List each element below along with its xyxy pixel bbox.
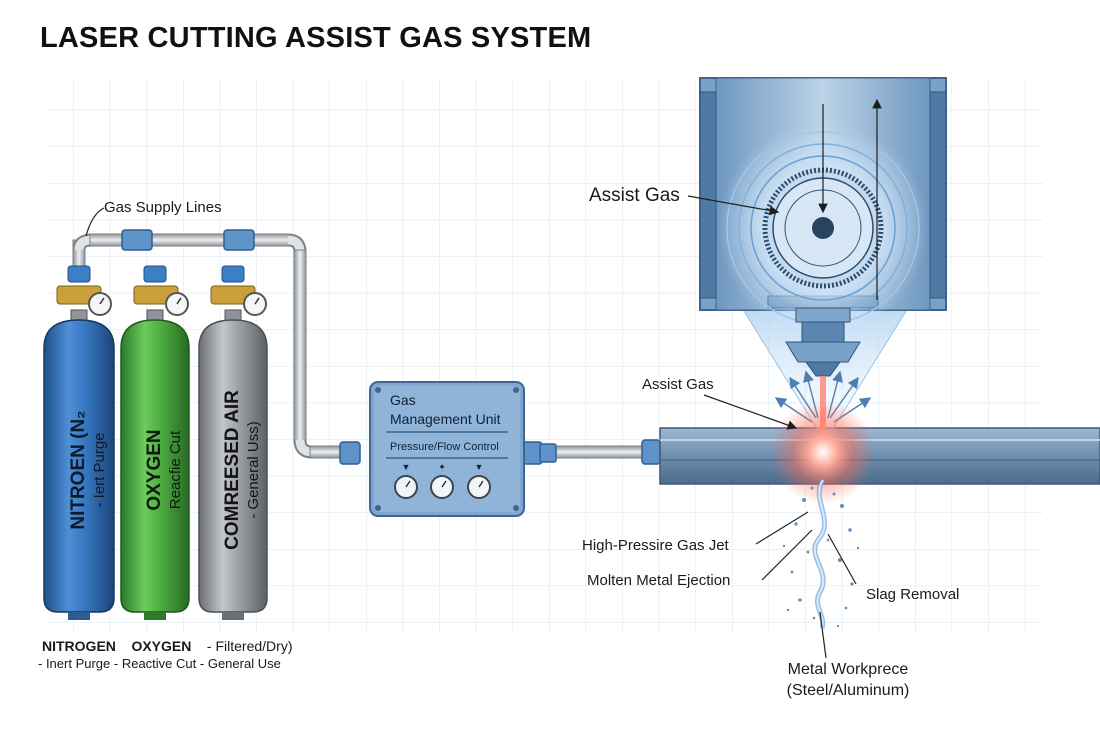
legend-row-1: NITROGEN OXYGEN - Filtered/Dry) — [42, 638, 292, 654]
cylinder-compressed-air — [198, 265, 268, 620]
assist-gas-top-leader — [687, 195, 780, 216]
svg-text:▼: ▼ — [475, 462, 484, 472]
high-pressure-jet-label: High-Pressire Gas Jet — [582, 537, 730, 554]
cylinder-air-sublabel: - General Uss) — [245, 421, 262, 519]
legend-row-2: - Inert Purge - Reactive Cut - General U… — [38, 656, 281, 671]
gas-supply-piping — [72, 229, 661, 465]
cylinder-nitrogen-label: NITROEN (N₂ — [68, 410, 89, 529]
molten-ejection-label: Molten Metal Ejection — [587, 572, 730, 589]
workpiece-rail — [659, 427, 1100, 485]
legend-nitrogen-desc: - Inert Purge — [38, 656, 111, 671]
cylinder-air-label: COMREESED AIR — [222, 390, 243, 550]
cylinder-oxygen-label: OXYGEN — [144, 429, 165, 510]
slag-removal-label: Slag Removal — [866, 586, 959, 603]
legend-oxygen-desc: - Reactive Cut — [113, 656, 197, 671]
molten-ejection-spray — [782, 478, 860, 629]
legend-nitrogen: NITROGEN — [42, 638, 116, 654]
gas-supply-lines-leader — [85, 207, 105, 237]
pipe-coupling — [223, 229, 255, 251]
gmu-gauge-3: ▼ — [467, 462, 491, 499]
cut-point-glow — [771, 400, 875, 504]
svg-text:✦: ✦ — [438, 462, 446, 472]
pipe-coupling — [121, 229, 153, 251]
workpiece-leader — [819, 611, 827, 659]
gmu-gauge-1: ▼ — [394, 462, 418, 499]
gmu-title-line2: Management Unit — [390, 411, 501, 427]
gas-management-unit: Gas Management Unit Pressure/Flow Contro… — [369, 381, 525, 517]
gmu-subtitle: Pressure/Flow Control — [390, 441, 499, 453]
cylinder-nitrogen — [43, 265, 115, 620]
page-title: LASER CUTTING ASSIST GAS SYSTEM — [40, 22, 592, 54]
legend-air-desc: - General Use — [199, 656, 281, 671]
gas-supply-lines-label: Gas Supply Lines — [104, 199, 222, 216]
pipe-coupling — [539, 443, 557, 463]
assist-gas-mid-leader — [703, 394, 798, 430]
svg-text:▼: ▼ — [402, 462, 411, 472]
high-pressure-jet-leader — [755, 511, 809, 545]
molten-ejection-leader — [761, 529, 813, 581]
laser-head — [699, 77, 947, 504]
legend-air: - Filtered/Dry) — [206, 638, 293, 654]
pipe-coupling — [339, 441, 361, 465]
assist-gas-label-mid: Assist Gas — [642, 376, 714, 393]
workpiece-label-line2: (Steel/Aluminum) — [787, 682, 910, 699]
pipe-coupling — [641, 439, 661, 465]
workpiece-label-line1: Metal Workprece — [788, 661, 909, 678]
cylinder-nitrogen-sublabel: - Iert Purge — [91, 432, 108, 507]
cylinder-oxygen — [120, 265, 190, 620]
gmu-gauge-2: ✦ — [430, 462, 454, 499]
legend-oxygen: OXYGEN — [131, 638, 192, 654]
cylinder-oxygen-sublabel: Reacfie Cut — [167, 430, 184, 509]
assist-gas-label-top: Assist Gas — [589, 185, 680, 206]
slag-removal-leader — [827, 533, 857, 585]
gmu-title-line1: Gas — [390, 392, 416, 408]
